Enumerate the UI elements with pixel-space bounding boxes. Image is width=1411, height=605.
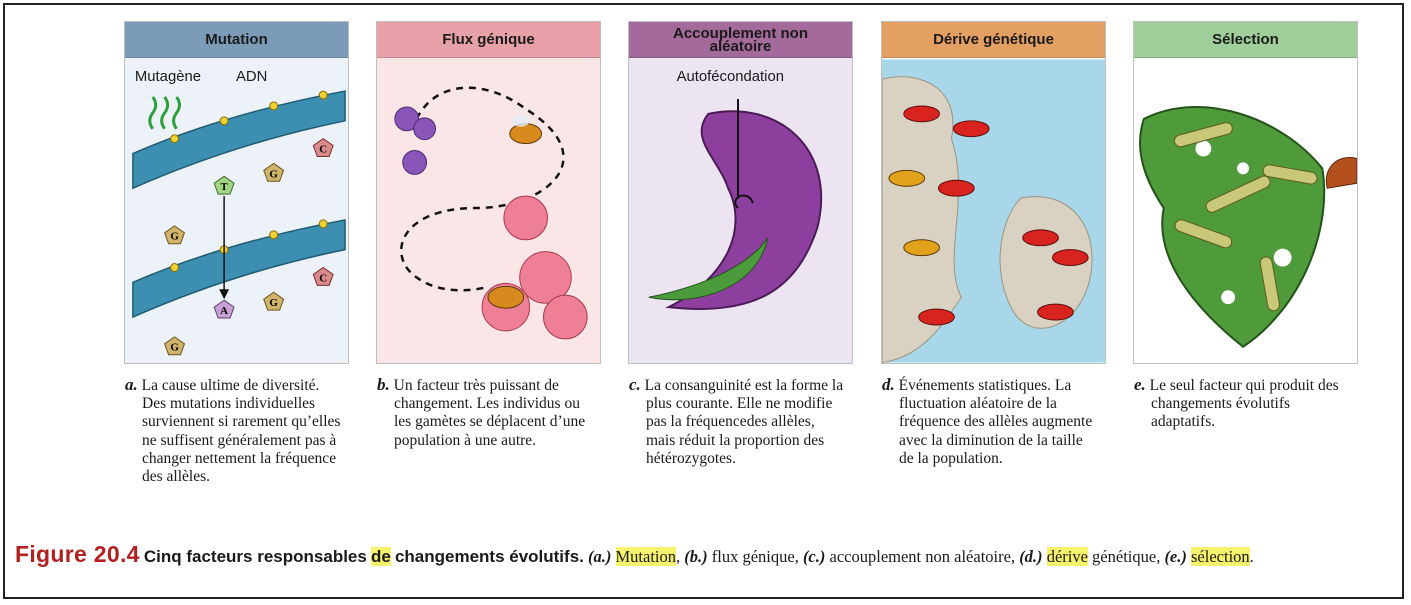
red-birds	[903, 105, 1089, 326]
dna-strand-top	[132, 90, 346, 190]
panel-genetic-drift: Dérive génétique	[881, 21, 1106, 364]
figure-item-label: (c.)	[802, 547, 826, 566]
leaf	[1139, 105, 1326, 349]
caption-text-e: Le seul facteur qui produit des changeme…	[1149, 377, 1339, 431]
figure-item-text: génétique	[1092, 547, 1157, 566]
pink-flowers	[481, 195, 588, 340]
panel-header-mutation: Mutation	[125, 22, 348, 58]
figure-item-label: (a.)	[588, 547, 612, 566]
figure-frame: Mutation Mutagène ADN G G C	[3, 3, 1404, 599]
caption-d: d. Événements statistiques. La fluctuati…	[882, 375, 1100, 468]
mutagen-label: Mutagène	[135, 69, 201, 85]
caption-text-c: La consanguinité est la forme la plus co…	[644, 377, 844, 467]
bee-icon	[509, 114, 543, 145]
island-left	[882, 76, 962, 363]
caption-text-d: Événements statistiques. La fluctuation …	[898, 377, 1093, 467]
figure-number: Figure 20.4	[15, 541, 140, 567]
selection-illustration	[1134, 58, 1357, 363]
base-c-bottom: C	[319, 272, 327, 284]
flower-sepal	[648, 237, 769, 301]
figure-item-label: (e.)	[1164, 547, 1187, 566]
base-g-top-1: G	[170, 231, 179, 243]
figure-title-start: Cinq facteurs responsables	[143, 547, 367, 566]
panel-selection: Sélection	[1133, 21, 1358, 364]
base-g-bottom-2: G	[269, 297, 278, 309]
caption-e: e. Le seul facteur qui produit des chang…	[1134, 375, 1352, 432]
genetic-drift-illustration	[882, 58, 1105, 363]
self-fertilization-illustration: Autofécondation	[629, 58, 852, 363]
dna-label: ADN	[236, 69, 267, 85]
panel-mutation: Mutation Mutagène ADN G G C	[124, 21, 349, 364]
caterpillars	[1173, 122, 1318, 312]
panel-header-genetic-drift: Dérive génétique	[882, 22, 1105, 58]
caption-letter-a: a.	[125, 375, 138, 394]
caption-text-a: La cause ultime de diversité. Des mutati…	[141, 377, 341, 486]
caption-letter-d: d.	[882, 375, 895, 394]
figure-item-text: accouplement non aléatoire	[829, 547, 1011, 566]
bird-beak	[1325, 157, 1357, 189]
island-right	[999, 196, 1093, 329]
dna-strand-bottom	[132, 219, 346, 319]
figure-caption: Figure 20.4 Cinq facteurs responsables d…	[15, 541, 1390, 570]
panel-gene-flow: Flux génique	[376, 21, 601, 364]
figure-item-text: dérive	[1046, 547, 1088, 566]
bee-on-flower-icon	[487, 285, 525, 309]
flower-petal	[665, 110, 823, 311]
base-a-mutated: A	[220, 305, 228, 317]
caption-letter-e: e.	[1134, 375, 1146, 394]
purple-flowers	[394, 106, 436, 175]
yellow-birds	[888, 169, 940, 257]
base-g-top-2: G	[269, 168, 278, 180]
caption-b: b. Un facteur très puissant de changemen…	[377, 375, 595, 450]
phosphate-dots	[170, 90, 328, 272]
dna-mutation-illustration: Mutagène ADN G G C T	[125, 58, 348, 363]
figure-title-end: changements évolutifs.	[394, 547, 584, 566]
figure-item-label: (b.)	[684, 547, 708, 566]
bee-path	[400, 86, 565, 292]
panel-header-selection: Sélection	[1134, 22, 1357, 58]
figure-item-text: flux génique	[711, 547, 795, 566]
pollen-arrow	[734, 194, 754, 209]
figure-items: (a.) Mutation, (b.) flux génique, (c.) a…	[588, 547, 1254, 566]
base-t-mutant: T	[220, 181, 228, 193]
caption-a: a. La cause ultime de diversité. Des mut…	[125, 375, 343, 486]
panel-nonrandom-mating: Accouplement non aléatoire Autofécondati…	[628, 21, 853, 364]
base-g-bottom-1: G	[170, 342, 179, 354]
self-fertilization-label: Autofécondation	[677, 69, 784, 85]
figure-title-highlight: de	[370, 547, 391, 566]
caption-c: c. La consanguinité est la forme la plus…	[629, 375, 847, 468]
leaf-holes	[1195, 140, 1292, 305]
gene-flow-illustration	[377, 58, 600, 363]
panel-header-gene-flow: Flux génique	[377, 22, 600, 58]
base-c-top: C	[319, 144, 327, 156]
mutagen-waves	[148, 96, 181, 130]
caption-letter-b: b.	[377, 375, 390, 394]
caption-letter-c: c.	[629, 375, 641, 394]
caption-text-b: Un facteur très puissant de changement. …	[393, 377, 586, 449]
figure-item-text: Mutation	[615, 547, 676, 566]
panel-header-nonrandom-mating: Accouplement non aléatoire	[629, 22, 852, 58]
figure-item-label: (d.)	[1019, 547, 1043, 566]
figure-item-text: sélection	[1191, 547, 1250, 566]
